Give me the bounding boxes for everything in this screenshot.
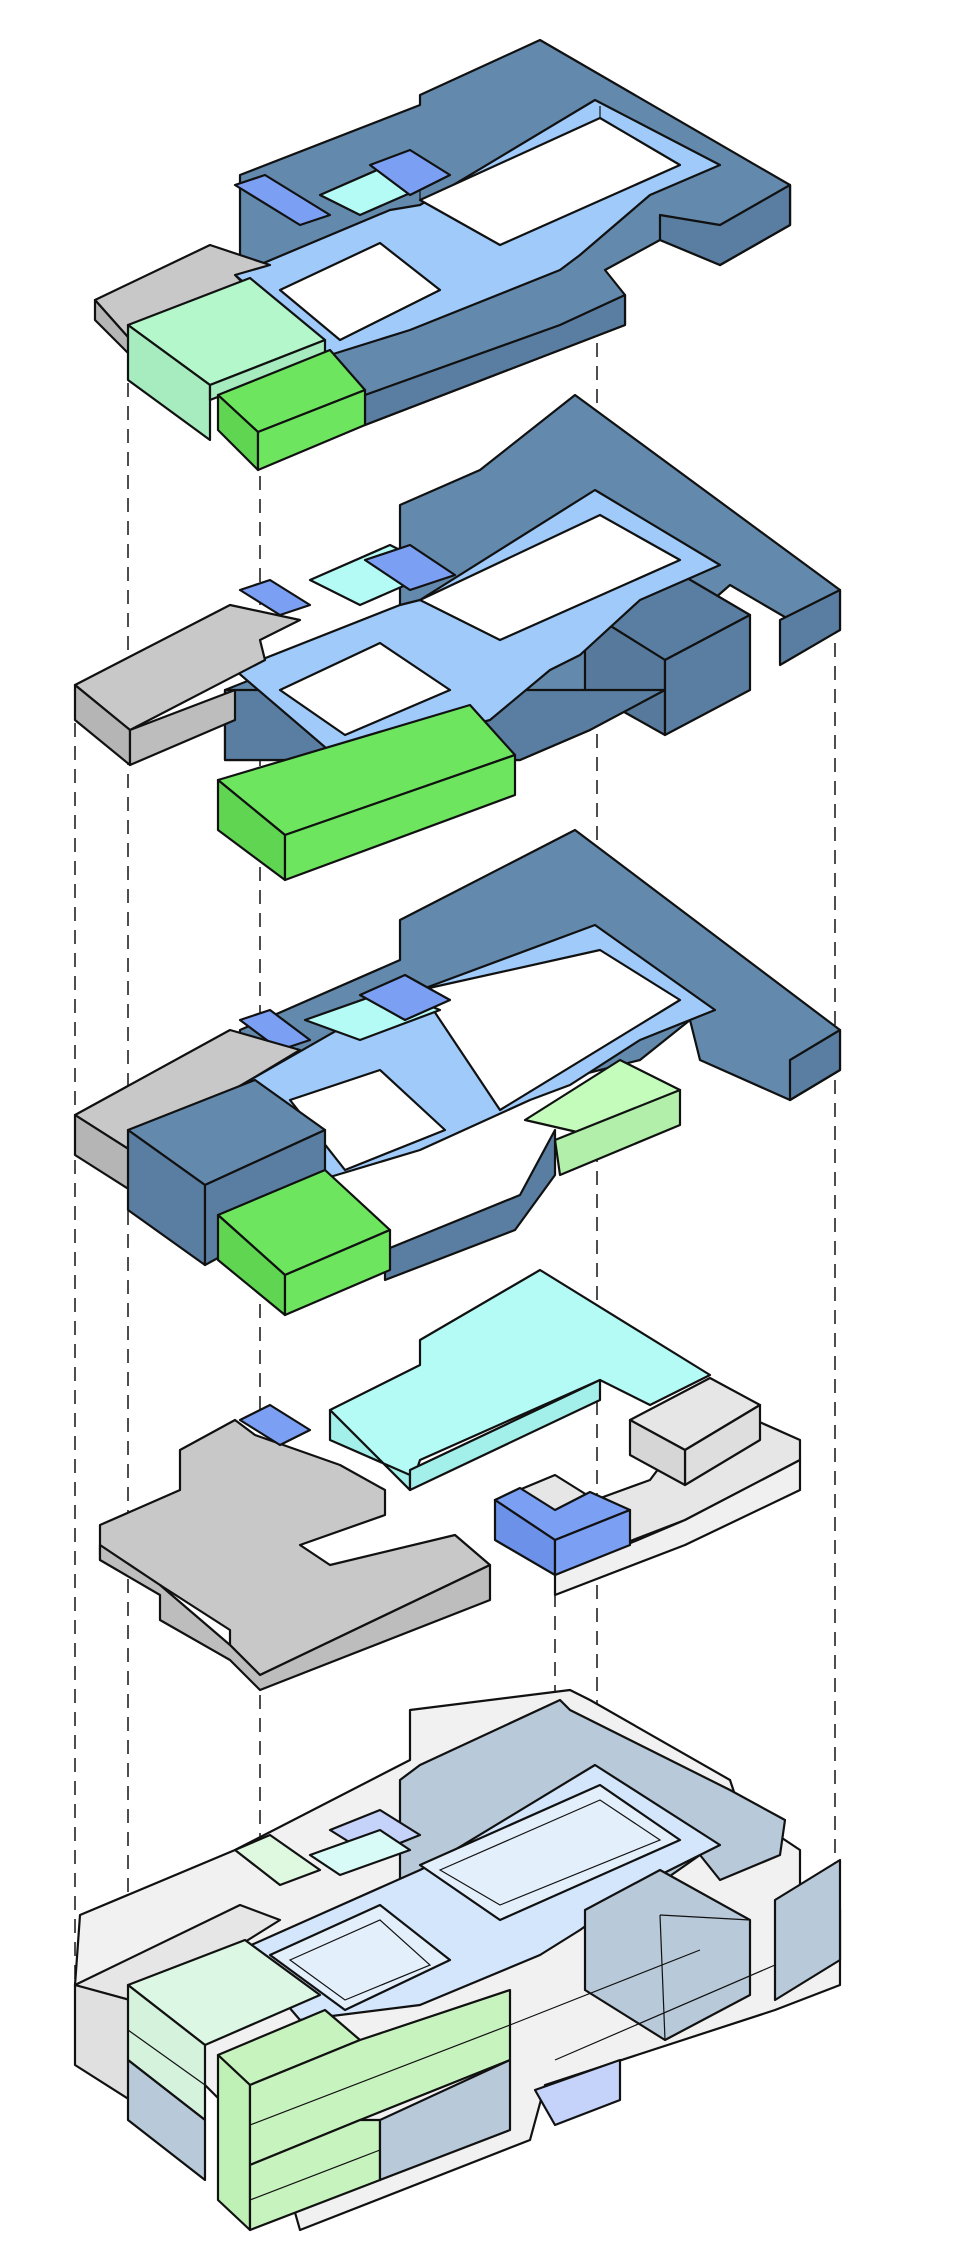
floor-plate-top [93, 38, 792, 472]
dark-slab-front-3 [383, 1128, 557, 1282]
periwinkle-zone-b [368, 148, 452, 197]
courtyard-void-small [278, 241, 442, 342]
assembled-right-end [773, 1858, 842, 2002]
assembled-pale-green-top [233, 1833, 322, 1887]
periwinkle-zone-b-2 [363, 543, 457, 592]
assembled-cyan [308, 1828, 412, 1877]
courtyard-void-large-3 [418, 948, 682, 1112]
assembled-void-large [418, 1783, 682, 1922]
assembled-void-small [268, 1903, 452, 2012]
periwinkle-zone-a-2 [238, 578, 312, 617]
assembled-green-front [216, 2053, 252, 2232]
grey-block-side-2 [128, 688, 237, 767]
courtyard-void-large [418, 116, 682, 247]
green-block-side [256, 388, 367, 472]
floor-plate-3 [73, 828, 842, 1317]
floor-plate-2 [73, 393, 842, 882]
pale-green-block-side-3 [553, 1088, 682, 1177]
periwinkle-zone-b-3 [358, 973, 452, 1022]
cyan-wing-front [408, 1378, 602, 1492]
courtyard-void-small-2 [278, 641, 452, 737]
assembled-dark-tower [583, 1868, 752, 2042]
green-block-side-3 [283, 1228, 392, 1317]
dark-slab-right-end-3 [788, 1028, 842, 1102]
assembled-periwinkle-front [533, 2058, 622, 2127]
dark-slab-right-end-2 [778, 588, 842, 667]
dark-tower-side-2 [663, 613, 752, 737]
floor-plate-4-split [98, 1268, 802, 1692]
grey-wing-front [98, 1543, 492, 1692]
assembled-blue-grey-side [126, 2058, 207, 2182]
assembled-blue-grey-bar [378, 2058, 512, 2182]
green-bar-side-2 [283, 753, 517, 882]
courtyard-void-large-2 [418, 513, 682, 642]
periwinkle-zone-a [233, 173, 332, 227]
periwinkle-block-side [553, 1508, 632, 1577]
light-wing-front [553, 1458, 802, 1597]
assembled-grey-front [73, 1983, 132, 2102]
periwinkle-corner [238, 1403, 312, 1447]
grey-wing-top [98, 1418, 492, 1677]
light-box-side [628, 1418, 687, 1487]
courtyard-void-small-3 [288, 1068, 447, 1172]
assembled-massing [73, 1688, 842, 2232]
mint-block-front [126, 323, 212, 442]
dark-slab-right-side [658, 183, 792, 267]
